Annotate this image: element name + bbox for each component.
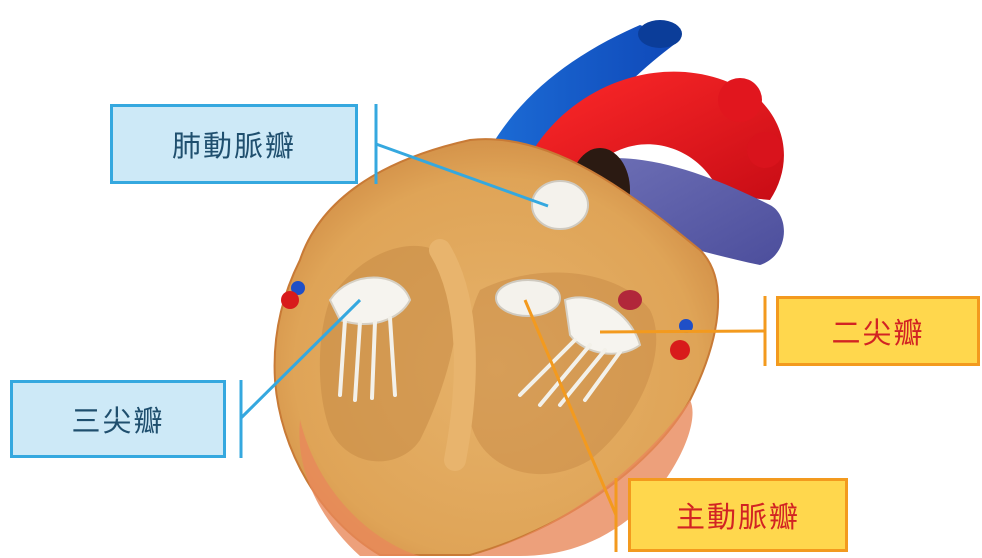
aortic-valve-shape [495,279,561,317]
pulmonary-vein-opening [618,290,642,310]
tricuspid-chordae [338,316,397,402]
aorta-branch-1 [718,78,762,122]
aorta-branch-2 [747,132,783,168]
mitral-valve-leader [599,329,766,334]
mitral-valve-shape [563,296,642,355]
pulmonary-artery [590,158,784,265]
vessel-dot-right-blue [679,319,693,333]
vessel-dot-left-blue [291,281,305,295]
vessel-dot-right-red [670,340,690,360]
aortic-valve-leader [523,299,618,516]
pulmonary-valve-shape [531,180,589,230]
vessel-dot-left-red [281,291,299,309]
tricuspid-valve-label: 三尖瓣 [10,380,226,458]
aortic-valve-label: 主動脈瓣 [628,478,848,552]
aortic-valve-label-text: 主動脈瓣 [675,500,800,534]
pulmonary-valve-label: 肺動脈瓣 [110,104,358,184]
pulmonary-valve-label-text: 肺動脈瓣 [171,129,296,163]
heart-outer-rim [299,400,693,556]
septum [429,239,476,471]
tricuspid-valve-leader [239,298,362,420]
pulmonary-valve-leader [375,142,549,208]
tricuspid-valve-label-text: 三尖瓣 [71,404,165,438]
vena-cava-opening [638,20,682,48]
mitral-valve-label: 二尖瓣 [776,296,980,366]
mitral-valve-label-text: 二尖瓣 [831,316,925,350]
mitral-chordae [518,338,622,407]
